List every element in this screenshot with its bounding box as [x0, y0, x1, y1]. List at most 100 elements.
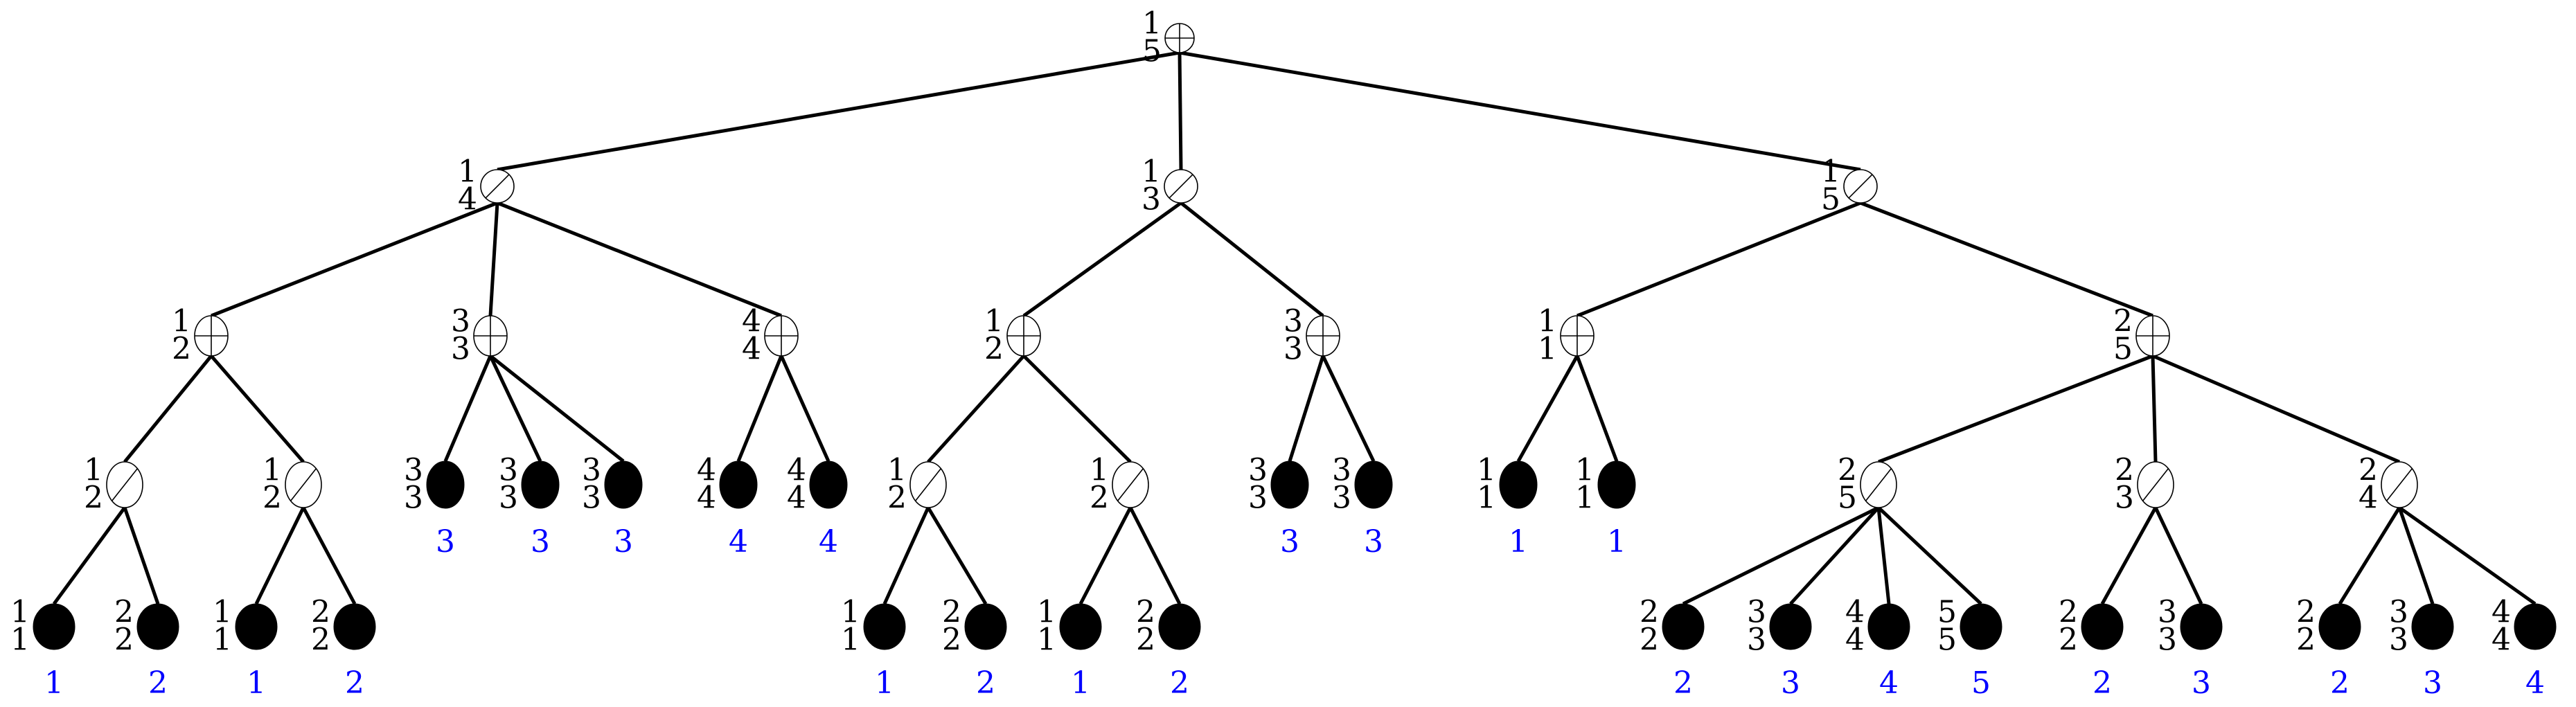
node-numerator: 1 — [263, 452, 282, 488]
node-denominator: 2 — [1640, 623, 1659, 658]
slashed-circle-icon — [285, 461, 322, 508]
node-denominator: 5 — [2113, 332, 2133, 367]
filled-circle-icon — [136, 603, 179, 650]
tree-edge — [1878, 354, 2153, 464]
slashed-circle-icon — [1843, 169, 1878, 204]
node-numerator: 1 — [841, 594, 860, 630]
leaf-class-label: 1 — [247, 665, 266, 701]
node-numerator: 2 — [311, 594, 330, 630]
filled-circle-icon — [863, 603, 906, 650]
node-denominator: 1 — [1477, 481, 1496, 516]
filled-circle-icon — [2180, 603, 2223, 650]
node-denominator: 1 — [10, 623, 30, 658]
tree-edge — [1682, 505, 1880, 606]
tree-edge — [1877, 506, 1982, 605]
tree-edge — [1180, 202, 1324, 317]
leaf-class-label: 3 — [2192, 665, 2211, 701]
crossed-circle-icon — [473, 315, 508, 357]
slashed-circle-icon — [2381, 461, 2418, 508]
tree-edge — [123, 355, 213, 463]
leaf-class-label: 2 — [1673, 665, 1693, 701]
leaf-class-label: 3 — [1781, 665, 1800, 701]
node-denominator: 1 — [841, 623, 860, 658]
node-denominator: 3 — [1248, 481, 1268, 516]
filled-circle-icon — [1354, 460, 1393, 509]
node-numerator: 1 — [1821, 154, 1840, 190]
leaf-class-label: 1 — [44, 665, 64, 701]
node-numerator: 2 — [2359, 452, 2378, 488]
tree-edge — [1789, 506, 1880, 605]
crossed-circle-icon — [2135, 315, 2170, 357]
tree-edge — [1876, 507, 1891, 605]
filled-circle-icon — [33, 603, 75, 650]
node-denominator: 3 — [404, 481, 423, 516]
filled-circle-icon — [809, 460, 848, 509]
leaf-class-label: 2 — [2330, 665, 2350, 701]
node-denominator: 2 — [984, 332, 1004, 367]
tree-edge — [497, 51, 1180, 172]
tree-edge — [1575, 355, 1619, 462]
node-numerator: 1 — [1090, 452, 1109, 488]
node-denominator: 4 — [2491, 623, 2511, 658]
node-denominator: 2 — [2296, 623, 2316, 658]
node-denominator: 3 — [1332, 481, 1351, 516]
node-numerator: 1 — [458, 154, 477, 190]
node-numerator: 4 — [2491, 594, 2511, 630]
tree-edge — [488, 355, 542, 463]
